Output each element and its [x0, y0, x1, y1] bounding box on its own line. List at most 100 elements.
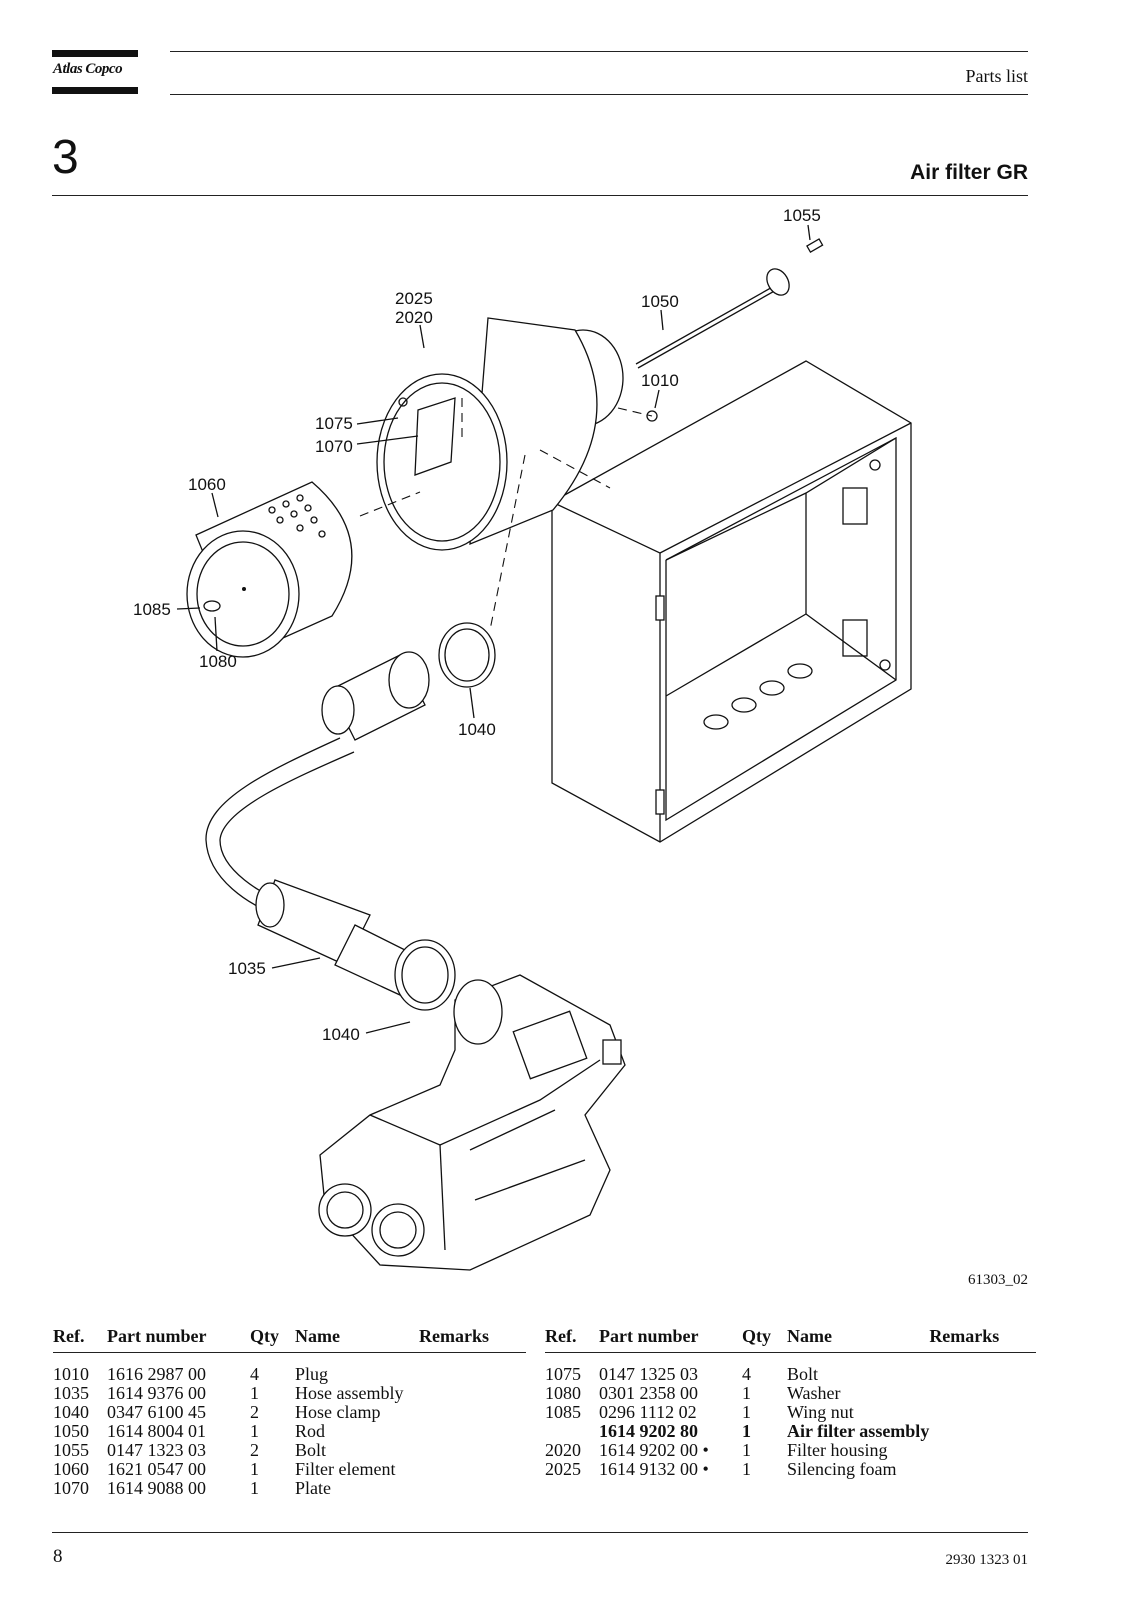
logo-text: Atlas Copco: [53, 61, 123, 77]
col-ref: Ref.: [53, 1326, 107, 1353]
cell-ref: 1085: [545, 1402, 581, 1422]
cell-qty: 1: [742, 1440, 751, 1460]
parts-table-header: Ref. Part number Qty Name Remarks: [545, 1326, 1037, 1353]
cell-ref: 1060: [53, 1459, 89, 1479]
cell-name: Filter element: [295, 1459, 396, 1479]
cell-remarks: [929, 1365, 1036, 1384]
header-rule-bottom: [170, 94, 1028, 95]
col-part-number: Part number: [599, 1326, 742, 1353]
cell-qty: 1: [250, 1459, 259, 1479]
callout-1080: 1080: [199, 652, 237, 671]
col-name: Name: [787, 1326, 930, 1353]
col-remarks: Remarks: [929, 1326, 1037, 1353]
cell-part-number: 1614 8004 01: [107, 1421, 206, 1441]
cell-qty: 1: [250, 1383, 259, 1403]
cell-remarks: [419, 1479, 526, 1498]
cell-remarks: [419, 1384, 526, 1403]
cell-remarks: [419, 1441, 526, 1460]
cell-name: Filter housing: [787, 1440, 888, 1460]
callout-1085: 1085: [133, 600, 171, 619]
cell-name: Silencing foam: [787, 1459, 897, 1479]
cell-name: Hose clamp: [295, 1402, 381, 1422]
cell-qty: 1: [250, 1421, 259, 1441]
callout-1035: 1035: [228, 959, 266, 978]
cell-part-number: 0347 6100 45: [107, 1402, 206, 1422]
cell-part-number: 1614 9202 00 •: [599, 1440, 709, 1460]
logo-bar-top: [52, 50, 138, 57]
col-ref: Ref.: [545, 1326, 599, 1353]
col-part-number: Part number: [107, 1326, 250, 1353]
cell-name: Air filter assembly: [787, 1421, 930, 1441]
rod-illustration: [635, 238, 824, 422]
cell-name: Rod: [295, 1421, 326, 1441]
filter-element-illustration: [186, 481, 353, 658]
hose-assembly-illustration: [205, 651, 456, 1011]
cell-qty: 1: [250, 1478, 259, 1498]
cell-qty: 1: [742, 1402, 751, 1422]
cell-qty: 1: [742, 1459, 751, 1479]
cell-name: Plug: [295, 1364, 329, 1384]
parts-table-header: Ref. Part number Qty Name Remarks: [53, 1326, 526, 1353]
cell-remarks: [419, 1460, 526, 1479]
cell-part-number: 1614 9088 00: [107, 1478, 206, 1498]
logo-bar-bottom: [52, 87, 138, 94]
cell-ref: [545, 1422, 599, 1441]
cell-name: Bolt: [787, 1364, 819, 1384]
cell-ref: 1040: [53, 1402, 89, 1422]
cell-part-number: 0147 1325 03: [599, 1364, 698, 1384]
cell-part-number: 1614 9132 00 •: [599, 1459, 709, 1479]
cell-ref: 2025: [545, 1459, 581, 1479]
cell-qty: 2: [250, 1402, 259, 1422]
cell-name: Wing nut: [787, 1402, 854, 1422]
cell-part-number: 1621 0547 00: [107, 1459, 206, 1479]
cell-remarks: [929, 1384, 1036, 1403]
col-name: Name: [295, 1326, 419, 1353]
hose-clamp-upper-illustration: [438, 622, 496, 688]
callout-leaders: [176, 224, 811, 1034]
cell-remarks: [929, 1403, 1036, 1422]
callout-2020: 2020: [395, 308, 433, 327]
cell-remarks: [419, 1422, 526, 1441]
cell-part-number: 0147 1323 03: [107, 1440, 206, 1460]
callout-1040-lower: 1040: [322, 1025, 360, 1044]
cell-qty: 1: [742, 1421, 751, 1441]
cell-qty: 4: [742, 1364, 751, 1384]
cell-remarks: [929, 1441, 1036, 1460]
footer-rule: [52, 1532, 1028, 1533]
filter-housing-illustration: [376, 317, 624, 551]
cell-remarks: [419, 1403, 526, 1422]
callout-1060: 1060: [188, 475, 226, 494]
parts-table-left: Ref. Part number Qty Name Remarks 1010 16…: [53, 1326, 526, 1498]
cell-qty: 1: [742, 1383, 751, 1403]
cabinet-box-illustration: [551, 360, 912, 843]
col-remarks: Remarks: [419, 1326, 526, 1353]
section-label: Parts list: [965, 66, 1028, 86]
atlas-copco-logo: Atlas Copco: [52, 50, 138, 95]
cell-ref: 1010: [53, 1364, 89, 1384]
cell-name: Hose assembly: [295, 1383, 404, 1403]
col-qty: Qty: [742, 1326, 787, 1353]
cell-part-number: 0296 1112 02: [599, 1402, 697, 1422]
table-row: 2025 1614 9132 00 • 1 Silencing foam: [545, 1460, 1036, 1479]
cell-qty: 2: [250, 1440, 259, 1460]
cell-ref: 1075: [545, 1364, 581, 1384]
cell-part-number: 1616 2987 00: [107, 1364, 206, 1384]
callout-1075: 1075: [315, 414, 353, 433]
table-row: 1040 0347 6100 45 2 Hose clamp: [53, 1403, 526, 1422]
table-row: 1075 0147 1325 03 4 Bolt: [545, 1365, 1036, 1384]
cell-part-number: 0301 2358 00: [599, 1383, 698, 1403]
callout-1040-upper: 1040: [458, 720, 496, 739]
callout-2025: 2025: [395, 289, 433, 308]
callout-1070: 1070: [315, 437, 353, 456]
cell-name: Bolt: [295, 1440, 327, 1460]
assembly-dash-lines: [359, 398, 653, 631]
table-row: 1060 1621 0547 00 1 Filter element: [53, 1460, 526, 1479]
callout-1010: 1010: [641, 371, 679, 390]
